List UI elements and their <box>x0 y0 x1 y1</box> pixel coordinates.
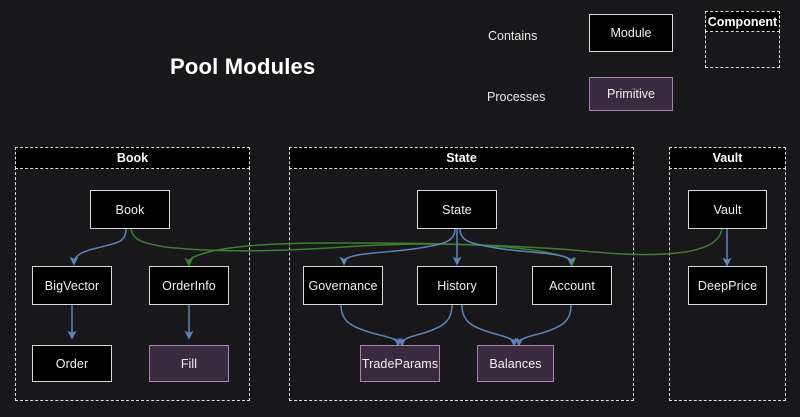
cluster-book-label: Book <box>15 147 250 169</box>
legend-contains-label: Contains <box>488 29 538 43</box>
node-bigvector[interactable]: BigVector <box>32 266 112 305</box>
cluster-state-label: State <box>289 147 634 169</box>
legend-module-box: Module <box>589 14 673 52</box>
node-fill[interactable]: Fill <box>149 345 229 382</box>
node-order[interactable]: Order <box>32 345 112 382</box>
node-vault[interactable]: Vault <box>688 190 767 229</box>
cluster-vault-label: Vault <box>669 147 786 169</box>
node-history[interactable]: History <box>417 266 497 305</box>
node-orderinfo[interactable]: OrderInfo <box>149 266 229 305</box>
node-balances[interactable]: Balances <box>477 345 554 382</box>
node-governance[interactable]: Governance <box>303 266 383 305</box>
node-deepprice[interactable]: DeepPrice <box>688 266 767 305</box>
node-book[interactable]: Book <box>90 190 170 229</box>
legend-processes-label: Processes <box>487 90 546 104</box>
page-title: Pool Modules <box>170 54 316 79</box>
node-state[interactable]: State <box>417 190 497 229</box>
legend-component-label: Component <box>705 11 780 32</box>
legend-primitive-box: Primitive <box>589 77 673 111</box>
node-tradeparams[interactable]: TradeParams <box>360 345 440 382</box>
node-account[interactable]: Account <box>532 266 612 305</box>
